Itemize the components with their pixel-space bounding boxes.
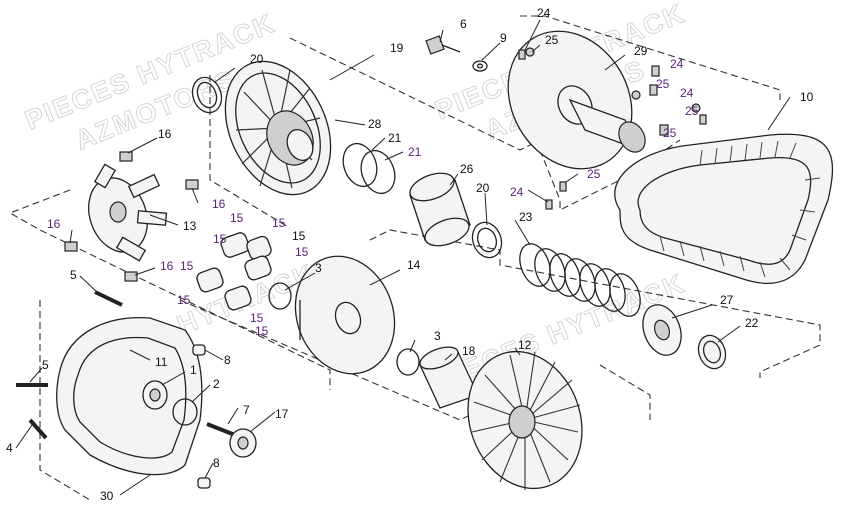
part-bolt-7 (206, 422, 236, 437)
callout-19: 19 (390, 41, 404, 55)
part-bolt-6 (425, 35, 461, 55)
callout-15d: 15 (213, 232, 227, 246)
part-sleeve-26 (409, 172, 471, 247)
callout-15f: 15 (180, 259, 194, 273)
part-bolts-5 (16, 290, 123, 387)
part-housing-30 (56, 316, 203, 476)
part-pins-24-25 (518, 47, 707, 210)
callout-22: 22 (745, 316, 759, 330)
callout-2: 2 (213, 377, 220, 391)
outline-left-upper (209, 75, 291, 229)
part-spring-23 (519, 243, 641, 317)
part-spring-seat-27 (642, 304, 682, 356)
callout-15e: 15 (295, 245, 309, 259)
part-tube-18 (419, 346, 479, 409)
callout-10: 10 (800, 90, 814, 104)
callout-18: 18 (462, 344, 476, 358)
callout-21b: 21 (408, 145, 422, 159)
callout-24b: 24 (670, 57, 684, 71)
part-rollers-15 (196, 232, 272, 311)
callout-6: 6 (460, 17, 467, 31)
part-washer-9 (472, 60, 488, 72)
outline-lower-right (599, 364, 651, 420)
callout-3: 3 (315, 261, 322, 275)
callout-16c: 16 (47, 217, 61, 231)
leader-lines (15, 19, 791, 496)
part-seal-ring-20b (471, 221, 503, 259)
callout-16: 16 (158, 127, 172, 141)
callout-26: 26 (460, 162, 474, 176)
callout-25d: 25 (663, 126, 677, 140)
part-spider-13 (88, 163, 168, 262)
callout-25: 25 (545, 33, 559, 47)
callout-15g: 15 (177, 293, 191, 307)
callout-28: 28 (368, 117, 382, 131)
callout-29: 29 (634, 44, 648, 58)
part-clips-16 (64, 151, 199, 282)
part-driven-sheave-14 (294, 255, 396, 375)
callout-15c: 15 (292, 229, 306, 243)
part-bearing-1 (142, 380, 168, 410)
callout-16b: 16 (212, 197, 226, 211)
callout-8b: 8 (213, 456, 220, 470)
callout-4: 4 (6, 441, 13, 455)
callout-3b: 3 (434, 329, 441, 343)
callout-15b: 15 (272, 216, 286, 230)
callout-9: 9 (500, 31, 507, 45)
callout-11: 11 (155, 355, 168, 369)
callout-17: 17 (275, 407, 289, 421)
callout-13: 13 (183, 219, 197, 233)
callout-30: 30 (100, 489, 114, 503)
part-fixed-pulley-28 (224, 60, 332, 196)
callout-12: 12 (518, 338, 532, 352)
callout-14: 14 (407, 258, 421, 272)
callout-20: 20 (250, 52, 264, 66)
callout-8: 8 (224, 353, 231, 367)
callout-7: 7 (243, 403, 250, 417)
part-o-rings-21 (342, 142, 396, 195)
callout-15a: 15 (230, 211, 244, 225)
callout-labels: 20 19 6 9 24 25 29 24 25 24 25 25 10 28 … (6, 6, 814, 503)
part-drive-belt-10 (614, 133, 834, 284)
callout-16d: 16 (160, 259, 174, 273)
part-seal-ring-20 (191, 76, 223, 114)
part-nut-22 (697, 334, 727, 370)
part-movable-sheave-29 (507, 30, 646, 170)
part-bolt-4 (28, 418, 48, 440)
part-fan-12 (467, 350, 583, 490)
outline-housing (39, 300, 91, 501)
callout-24d: 24 (510, 185, 524, 199)
callout-21: 21 (388, 131, 402, 145)
outline-spring-group (369, 229, 821, 378)
callout-1: 1 (190, 363, 197, 377)
callout-25b: 25 (656, 77, 670, 91)
callout-25c: 25 (685, 104, 699, 118)
callout-20b: 20 (476, 181, 490, 195)
callout-24: 24 (537, 6, 551, 20)
callout-27: 27 (720, 293, 734, 307)
callout-5: 5 (70, 268, 77, 282)
part-bearing-17 (229, 428, 257, 458)
outline-top-right (520, 15, 781, 100)
callout-24c: 24 (680, 86, 694, 100)
callout-5b: 5 (42, 358, 49, 372)
callout-25e: 25 (587, 167, 601, 181)
part-ring-2 (172, 398, 198, 426)
part-washer-3 (268, 282, 420, 376)
callout-15h: 15 (250, 311, 264, 325)
callout-23: 23 (519, 210, 533, 224)
callout-15i: 15 (255, 324, 269, 338)
